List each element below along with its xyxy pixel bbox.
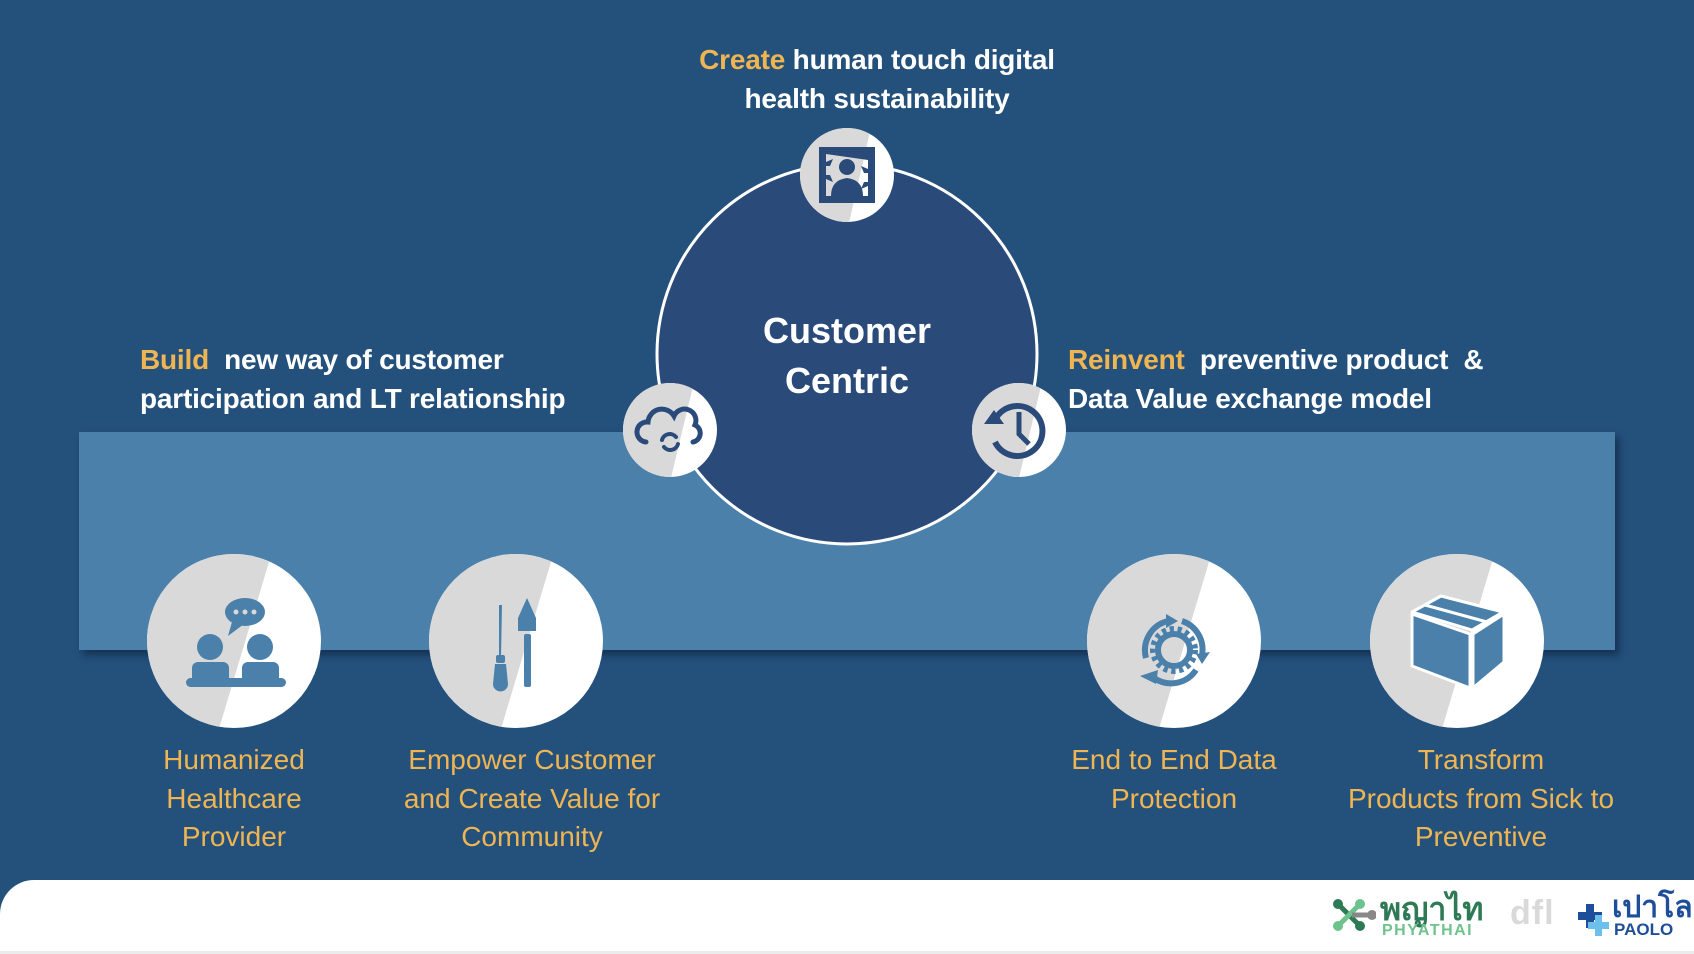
core-title-line2: Centric [784,360,910,401]
pillar-label-line: Preventive [1414,821,1548,852]
heading-create-text: human touch digital [785,44,1055,75]
pillar-label-line: Provider [181,821,287,852]
heading-build-text: new way of customer [209,344,504,375]
paolo-thai: เปาโล [1612,891,1693,924]
phyathai-thai: พญาไท [1380,891,1484,927]
pillar-disc-2 [1087,554,1261,728]
pillar-label-line: Community [461,821,603,852]
pillar-disc-0 [147,554,321,728]
heading-build-accent: Build [140,344,209,375]
core-title-line1: Customer [762,310,932,351]
pillar-label-line: Healthcare [166,782,302,814]
disc-right [972,383,1066,477]
phyathai-latin: PHYATHAI [1382,922,1474,939]
pillar-label-line: Empower Customer [408,744,656,775]
heading-reinvent-text: preventive product & [1184,344,1484,375]
watermark-text: dfl [1510,894,1555,932]
pillar-label-line: and Create Value for [403,782,661,814]
pillar-label-3: Transform Products from Sick to Preventi… [1311,741,1651,857]
pillar-label-line: Protection [1110,782,1238,814]
pillar-label-line: End to End Data [1071,744,1277,775]
pillar-label-line: Transform [1417,744,1545,775]
heading-create-line2: health sustainability [744,83,1010,114]
pillar-label-0: Humanized Healthcare Provider [64,741,404,857]
gear-cycle-icon [1140,614,1210,687]
footer: dfl พญาไท PHYATHAI เปาโล PAOLO [0,880,1694,954]
heading-reinvent-line2: Data Value exchange model [1068,383,1432,414]
core-title: Customer Centric [697,306,997,406]
paolo-latin: PAOLO [1614,920,1674,939]
paolo-cross-icon [1578,904,1609,936]
disc-top [800,128,894,222]
heading-create-accent: Create [699,44,786,75]
cloud-sync-icon [634,406,703,452]
heading-build: Build new way of customer participation … [140,340,566,418]
pillar-label-2: End to End Data Protection [1004,741,1344,818]
pillar-label-line: Humanized [163,744,305,775]
footer-divider [0,951,1694,954]
phyathai-molecule-icon [1333,899,1376,931]
disc-left [623,383,717,477]
package-box-icon [1410,594,1506,690]
heading-create: Create human touch digital health sustai… [637,40,1117,118]
phyathai-logo: พญาไท PHYATHAI [1330,880,1500,950]
heading-reinvent-accent: Reinvent [1068,344,1185,375]
heading-build-line2: participation and LT relationship [140,383,566,414]
pillar-disc-1 [429,554,603,728]
person-frame-icon [819,147,875,203]
heading-reinvent: Reinvent preventive product & Data Value… [1068,340,1484,418]
pillar-label-line: Products from Sick to [1347,782,1615,814]
tools-shovel-screwdriver-icon [493,598,536,692]
paolo-logo: เปาโล PAOLO [1572,880,1693,950]
people-conversation-icon [186,598,286,687]
pillar-label-1: Empower Customer and Create Value for Co… [362,741,702,857]
history-clock-icon [984,403,1046,459]
pillar-disc-3 [1370,554,1544,728]
